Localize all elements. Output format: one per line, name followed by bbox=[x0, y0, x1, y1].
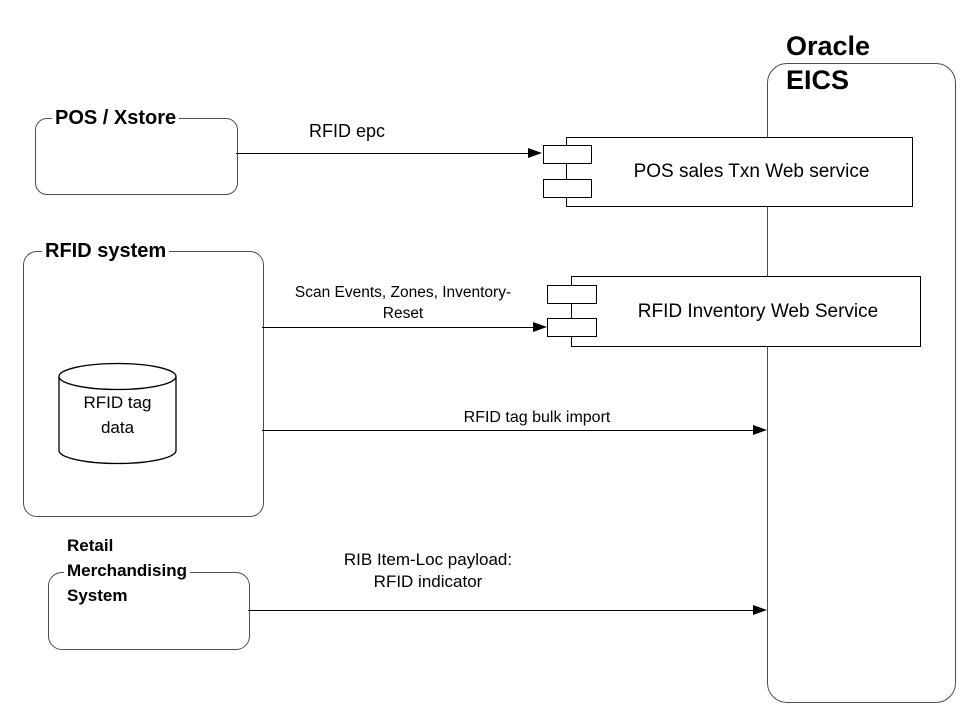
scan-events-arrowhead-icon bbox=[533, 322, 547, 332]
scan-events-arrow-label: Scan Events, Zones, Inventory- Reset bbox=[294, 284, 512, 322]
pos-sales-component-label: POS sales Txn Web service bbox=[633, 161, 870, 182]
pos-sales-component: POS sales Txn Web service bbox=[566, 137, 913, 207]
scan-events-arrow-line bbox=[262, 327, 533, 328]
rfid-tag-data-cylinder bbox=[58, 362, 177, 465]
bulk-import-arrowhead-icon bbox=[753, 425, 767, 435]
rfid-tag-data-label: RFID tag data bbox=[83, 393, 152, 437]
rfid-system-label: RFID system bbox=[42, 239, 170, 263]
pos-sales-port-bottom bbox=[543, 179, 592, 198]
rfid-epc-arrow-label: RFID epc bbox=[308, 121, 386, 141]
rfid-epc-arrowhead-icon bbox=[528, 148, 542, 158]
bulk-import-arrow-line bbox=[262, 430, 753, 431]
pos-xstore-label: POS / Xstore bbox=[52, 106, 180, 130]
rib-payload-arrow-line bbox=[248, 610, 753, 611]
pos-sales-port-top bbox=[543, 145, 592, 164]
pos-xstore-node bbox=[35, 118, 238, 195]
rfid-inventory-port-bottom bbox=[547, 318, 597, 337]
rib-payload-arrow-label: RIB Item-Loc payload: RFID indicator bbox=[343, 550, 513, 591]
retail-merchandising-label: Retail Merchandising System bbox=[64, 533, 190, 608]
rfid-inventory-port-top bbox=[547, 285, 597, 304]
rib-payload-arrowhead-icon bbox=[753, 605, 767, 615]
bulk-import-arrow-label: RFID tag bulk import bbox=[463, 409, 611, 426]
rfid-inventory-component-label: RFID Inventory Web Service bbox=[637, 300, 879, 322]
oracle-eics-label: Oracle EICS bbox=[786, 31, 871, 95]
rfid-inventory-component: RFID Inventory Web Service bbox=[571, 276, 921, 347]
rfid-epc-arrow-line bbox=[236, 153, 528, 154]
